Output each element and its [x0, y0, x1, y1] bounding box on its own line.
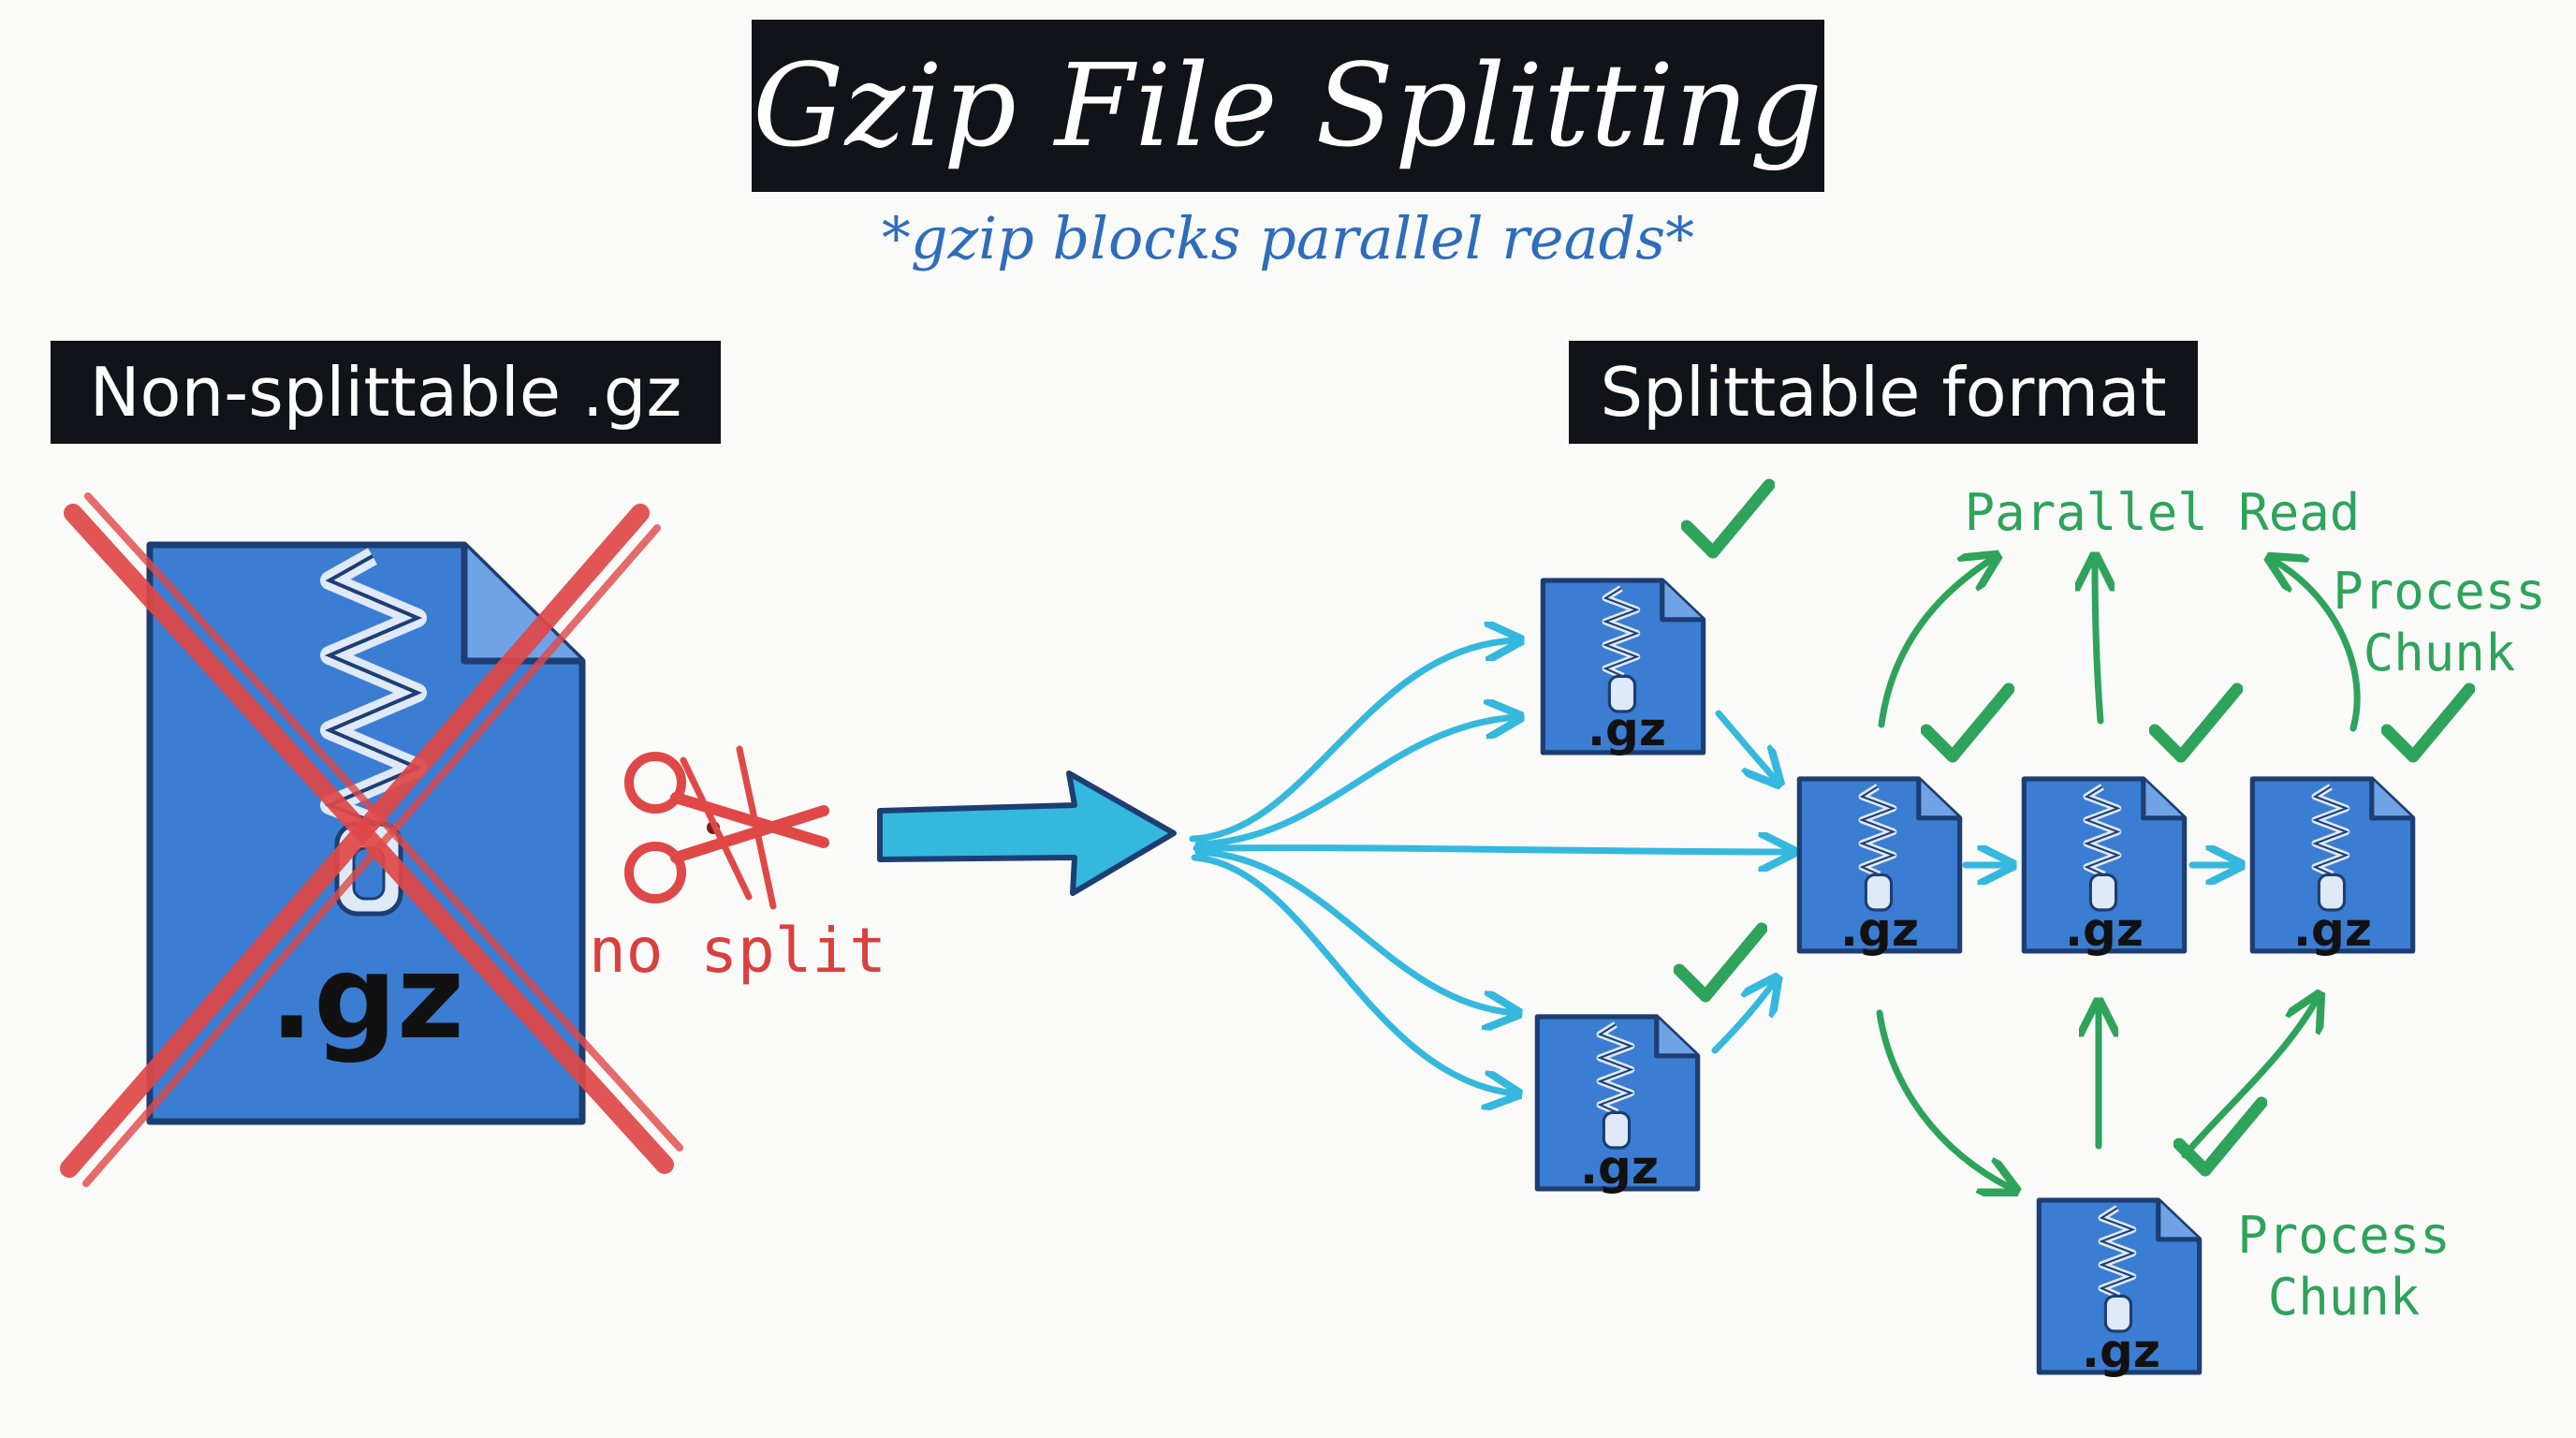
file-ext-lower: .gz: [1580, 1140, 1659, 1195]
process-chunk-top-line2: Chunk: [2364, 624, 2516, 682]
transition-arrow-icon: [877, 770, 1177, 896]
big-file-ext-label: .gz: [270, 931, 464, 1065]
process-chunk-bottom-line2: Chunk: [2268, 1268, 2421, 1327]
checkmark-icon-middle: [2155, 689, 2237, 756]
page-subtitle: *gzip blocks parallel reads*: [881, 204, 1695, 272]
page-title: Gzip File Splitting: [752, 20, 1824, 192]
non-splittable-label: Non-splittable .gz: [51, 341, 721, 444]
file-ext-right: .gz: [2293, 902, 2372, 957]
checkmark-icon-lower: [1679, 929, 1762, 996]
checkmark-icon-right: [2387, 689, 2469, 756]
parallel-flow-arrows: [1876, 558, 2361, 1189]
splittable-label: Splittable format: [1569, 341, 2198, 444]
file-ext-bottom: .gz: [2082, 1324, 2160, 1378]
file-ext-center: .gz: [1840, 902, 1919, 957]
file-ext-top: .gz: [1588, 702, 1666, 756]
scissors-icon: [624, 745, 829, 910]
fan-out-arrows: [1189, 640, 2237, 1093]
file-ext-middle: .gz: [2065, 902, 2144, 957]
process-chunk-bottom-line1: Process: [2237, 1206, 2451, 1265]
no-split-label: no split: [589, 915, 886, 987]
checkmark-icon-top: [1687, 485, 1769, 552]
parallel-read-label: Parallel Read: [1965, 483, 2361, 542]
checkmark-icon-center: [1926, 689, 2009, 756]
red-cross-mark-icon: [60, 492, 683, 1187]
process-chunk-top-line1: Process: [2333, 562, 2546, 621]
